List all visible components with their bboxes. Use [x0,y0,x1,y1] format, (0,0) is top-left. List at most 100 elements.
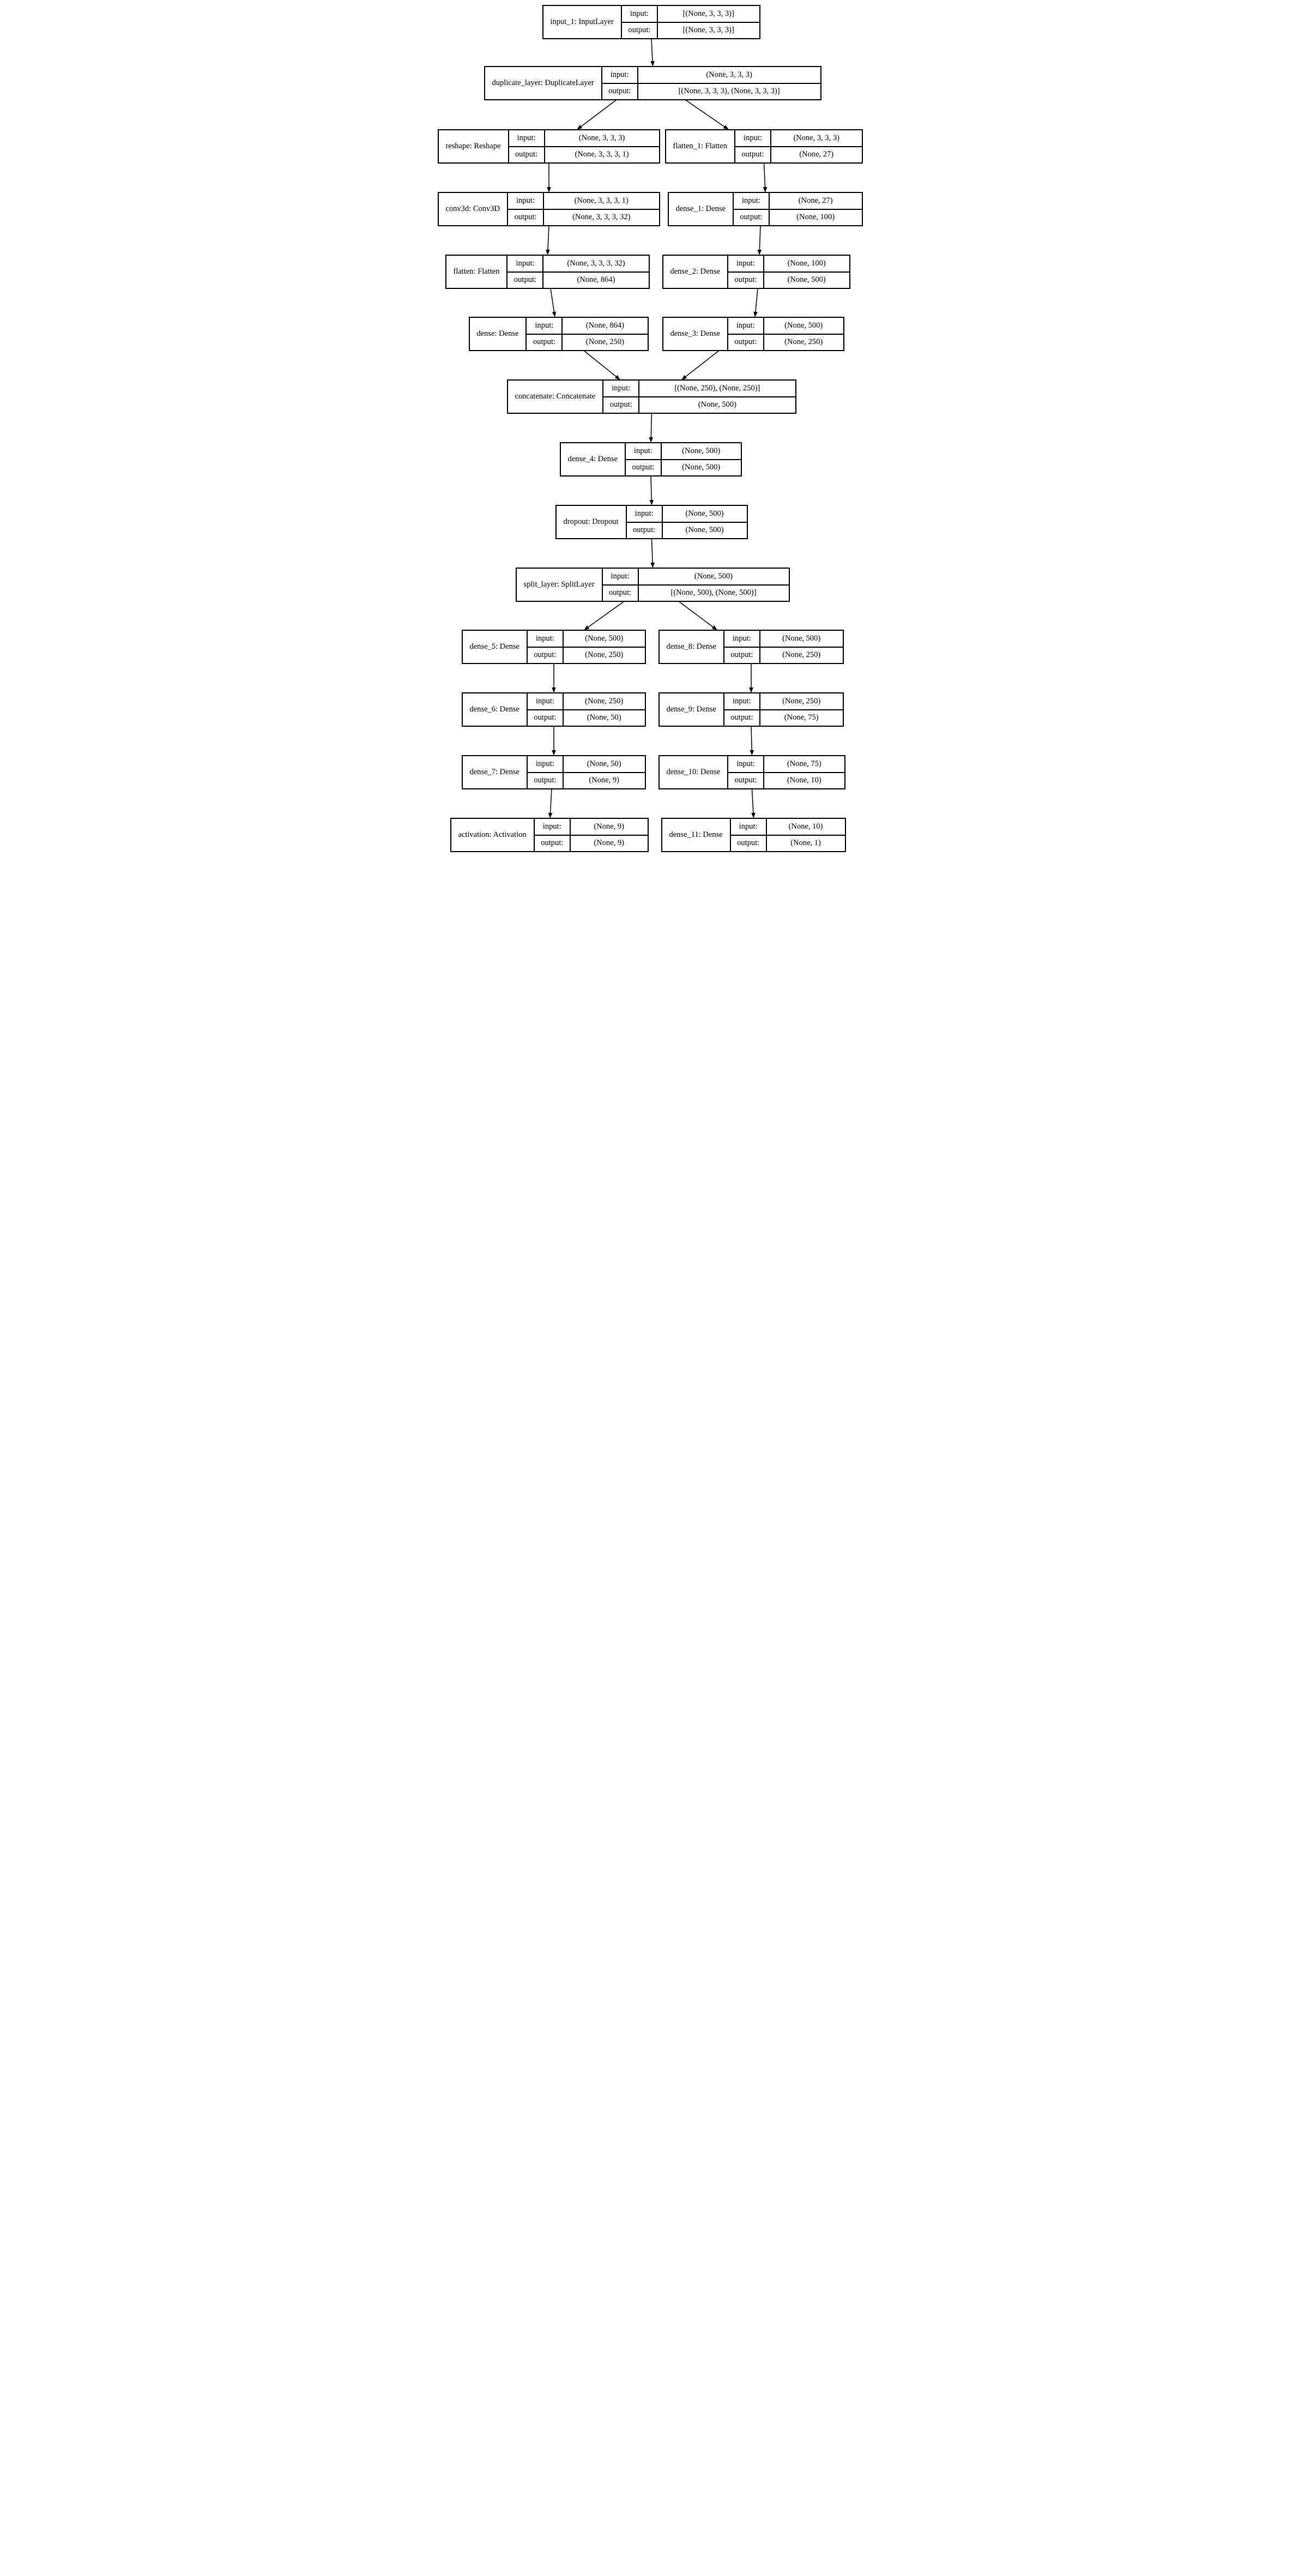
input-row: input: (None, 500) [627,506,747,522]
layer-label: dense_4: Dense [561,443,626,475]
output-key-label: output: [731,835,767,851]
input-key-label: input: [728,256,764,272]
input-row: input: (None, 3, 3, 3, 32) [507,256,648,272]
output-key-label: output: [734,209,770,225]
output-row: output: (None, 250) [527,333,648,350]
layer-node-reshape: reshape: Reshape input: (None, 3, 3, 3) … [437,129,660,164]
output-row: output: (None, 100) [733,208,862,225]
layer-label: dense_9: Dense [660,693,724,726]
layer-label: dense_5: Dense [463,631,528,663]
input-row: input: (None, 500) [728,318,843,334]
layer-label: dense_1: Dense [669,193,734,225]
output-shape-value: (None, 3, 3, 3, 1) [575,150,629,159]
output-row: output: (None, 500) [603,396,795,413]
output-row: output: (None, 9) [527,771,645,788]
input-key-label: input: [728,756,765,772]
layer-io-table: input: (None, 500) output: (None, 250) [728,318,843,350]
layer-io-table: input: (None, 3, 3, 3) output: (None, 3,… [509,130,659,162]
input-row: input: (None, 3, 3, 3) [509,130,659,146]
output-shape-value: (None, 250) [585,337,624,347]
layer-io-table: input: (None, 3, 3, 3, 1) output: (None,… [507,193,659,225]
input-row: input: (None, 27) [734,193,862,209]
input-shape-value: (None, 3, 3, 3) [578,133,625,142]
input-row: input: (None, 500) [724,631,843,647]
output-shape-value: [(None, 3, 3, 3)] [682,26,734,35]
layer-io-table: input: (None, 3, 3, 3, 32) output: (None… [507,256,649,288]
input-key-label: input: [603,569,639,584]
layer-label: dense_8: Dense [660,631,724,663]
output-row: output: (None, 9) [534,834,648,851]
edge-duplicate_layer-to-reshape [581,99,617,127]
layer-label: flatten: Flatten [446,256,508,288]
input-row: input: (None, 10) [731,819,845,835]
input-shape-value: (None, 3, 3, 3) [706,70,752,79]
output-key-label: output: [626,460,662,475]
layer-label: dense: Dense [470,318,527,350]
layer-label: dense_6: Dense [463,693,528,726]
layer-node-flatten: flatten: Flatten input: (None, 3, 3, 3, … [445,255,650,289]
input-row: input: (None, 500) [528,631,645,647]
output-row: output: (None, 500) [626,521,747,538]
edge-split_layer-to-dense_8 [678,601,713,628]
layer-node-dense_7: dense_7: Dense input: (None, 50) output:… [461,755,646,789]
layer-io-table: input: (None, 250) output: (None, 75) [724,693,843,726]
output-row: output: (None, 500) [728,271,849,288]
input-shape-value: (None, 500) [784,321,823,330]
input-key-label: input: [528,631,564,647]
output-key-label: output: [528,710,564,726]
layer-label: concatenate: Concatenate [508,381,604,413]
output-key-label: output: [728,773,765,788]
output-row: output: (None, 250) [724,646,843,663]
input-key-label: input: [735,130,771,146]
output-key-label: output: [507,272,544,288]
output-key-label: output: [603,397,640,413]
layer-node-dropout: dropout: Dropout input: (None, 500) outp… [555,505,748,539]
output-key-label: output: [509,147,545,162]
edge-duplicate_layer-to-flatten_1 [685,99,724,127]
output-shape-value: (None, 250) [585,650,624,660]
output-shape-value: [(None, 500), (None, 500)] [670,588,757,598]
output-key-label: output: [622,22,658,38]
output-key-label: output: [508,209,544,225]
layer-io-table: input: (None, 3, 3, 3) output: (None, 27… [735,130,862,162]
layer-label: conv3d: Conv3D [439,193,508,225]
output-row: output: (None, 1) [730,834,845,851]
input-row: input: [(None, 250), (None, 250)] [603,381,795,396]
layer-node-dense_10: dense_10: Dense input: (None, 75) output… [658,755,845,789]
output-key-label: output: [603,585,639,601]
input-row: input: (None, 250) [724,693,843,709]
input-key-label: input: [731,819,767,835]
input-shape-value: (None, 3, 3, 3) [793,133,840,142]
input-key-label: input: [622,6,658,22]
output-row: output: (None, 500) [625,459,741,475]
input-row: input: (None, 250) [528,693,645,709]
layer-io-table: input: [(None, 3, 3, 3)] output: [(None,… [621,6,759,38]
input-row: input: (None, 500) [603,569,789,584]
input-row: input: (None, 3, 3, 3) [602,67,820,83]
input-shape-value: (None, 100) [787,258,826,268]
input-shape-value: (None, 500) [682,446,721,455]
model-architecture-diagram: input_1: InputLayer input: [(None, 3, 3,… [433,0,866,859]
layer-node-dense_5: dense_5: Dense input: (None, 500) output… [461,630,646,664]
input-key-label: input: [724,631,760,647]
input-row: input: (None, 3, 3, 3) [735,130,862,146]
layer-node-dense: dense: Dense input: (None, 864) output: … [468,317,649,351]
edge-dense_10-to-dense_11 [751,788,754,813]
input-shape-value: (None, 50) [587,759,621,768]
input-row: input: (None, 500) [626,443,741,459]
layer-io-table: input: (None, 27) output: (None, 100) [733,193,862,225]
input-key-label: input: [602,67,638,83]
layer-label: input_1: InputLayer [543,6,622,38]
edge-conv3d-to-flatten [547,225,549,250]
input-key-label: input: [724,693,760,709]
layer-io-table: input: (None, 500) output: [(None, 500),… [602,569,789,601]
layer-node-split_layer: split_layer: SplitLayer input: (None, 50… [515,568,790,602]
input-shape-value: (None, 10) [788,822,823,831]
input-key-label: input: [627,506,663,522]
layer-node-dense_3: dense_3: Dense input: (None, 500) output… [662,317,844,351]
layer-node-concatenate: concatenate: Concatenate input: [(None, … [506,379,796,414]
input-key-label: input: [507,256,544,272]
output-key-label: output: [602,83,638,99]
layer-node-activation: activation: Activation input: (None, 9) … [450,818,649,852]
output-shape-value: (None, 1) [790,838,821,848]
